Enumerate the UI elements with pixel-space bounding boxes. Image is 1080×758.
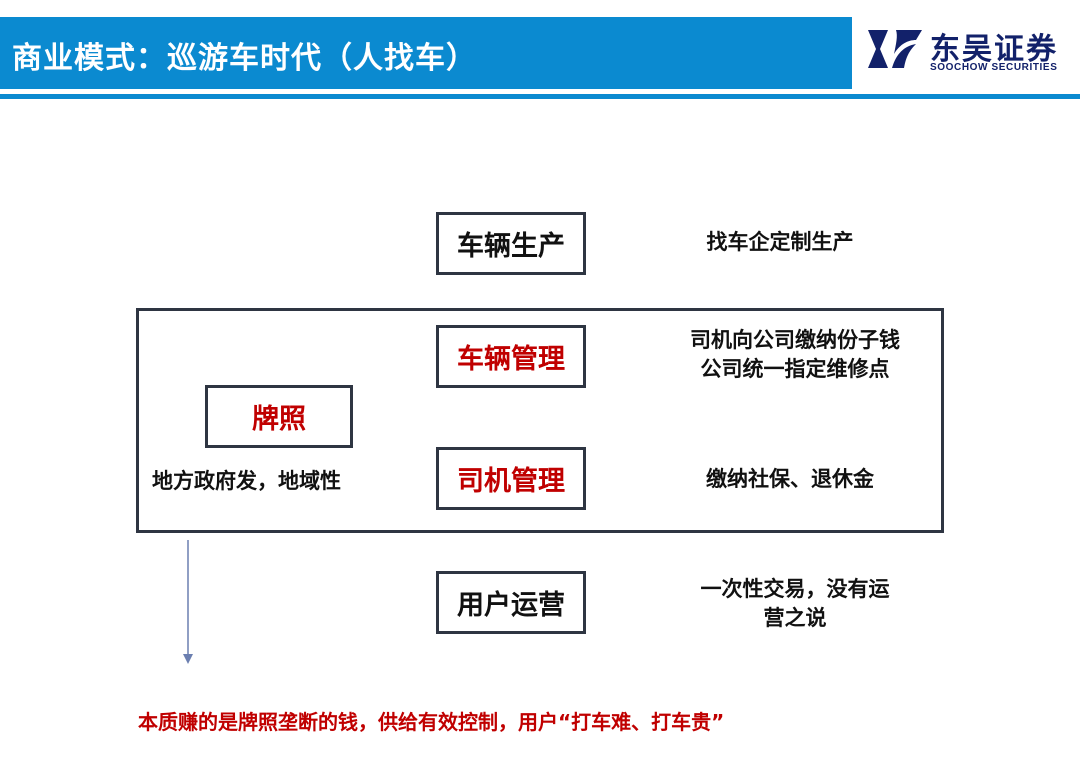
stage-user-operation-box: 用户运营 <box>436 571 586 634</box>
title-bar: 商业模式：巡游车时代（人找车） <box>0 17 852 89</box>
header-divider <box>0 94 1080 99</box>
logo-chinese-name: 东吴证券 <box>930 32 1058 67</box>
stage-vehicle-management-note: 司机向公司缴纳份子钱 公司统一指定维修点 <box>640 326 950 384</box>
conclusion-text: 本质赚的是牌照垄断的钱，供给有效控制，用户“打车难、打车贵” <box>138 710 725 734</box>
note-line: 营之说 <box>763 606 827 630</box>
stage-vehicle-production-note: 找车企定制生产 <box>640 228 920 257</box>
note-line: 公司统一指定维修点 <box>700 357 890 381</box>
stage-user-operation-note: 一次性交易，没有运 营之说 <box>650 575 940 633</box>
note-line: 找车企定制生产 <box>706 230 854 254</box>
note-line: 缴纳社保、退休金 <box>706 467 874 491</box>
logo-english-name: SOOCHOW SECURITIES <box>930 62 1058 73</box>
stage-driver-management-note: 缴纳社保、退休金 <box>640 465 940 494</box>
page-title: 商业模式：巡游车时代（人找车） <box>12 41 477 76</box>
stage-vehicle-production-box: 车辆生产 <box>436 212 586 275</box>
license-box: 牌照 <box>205 385 353 448</box>
note-line: 司机向公司缴纳份子钱 <box>690 328 900 352</box>
note-line: 一次性交易，没有运 <box>700 577 890 601</box>
soochow-logo-icon <box>868 30 922 68</box>
company-logo: 东吴证券 SOOCHOW SECURITIES <box>866 22 1076 82</box>
stage-vehicle-management-box: 车辆管理 <box>436 325 586 388</box>
down-arrow-icon <box>183 540 193 664</box>
licensed-scope-frame <box>136 308 944 533</box>
license-description: 地方政府发，地域性 <box>152 469 341 493</box>
stage-driver-management-box: 司机管理 <box>436 447 586 510</box>
